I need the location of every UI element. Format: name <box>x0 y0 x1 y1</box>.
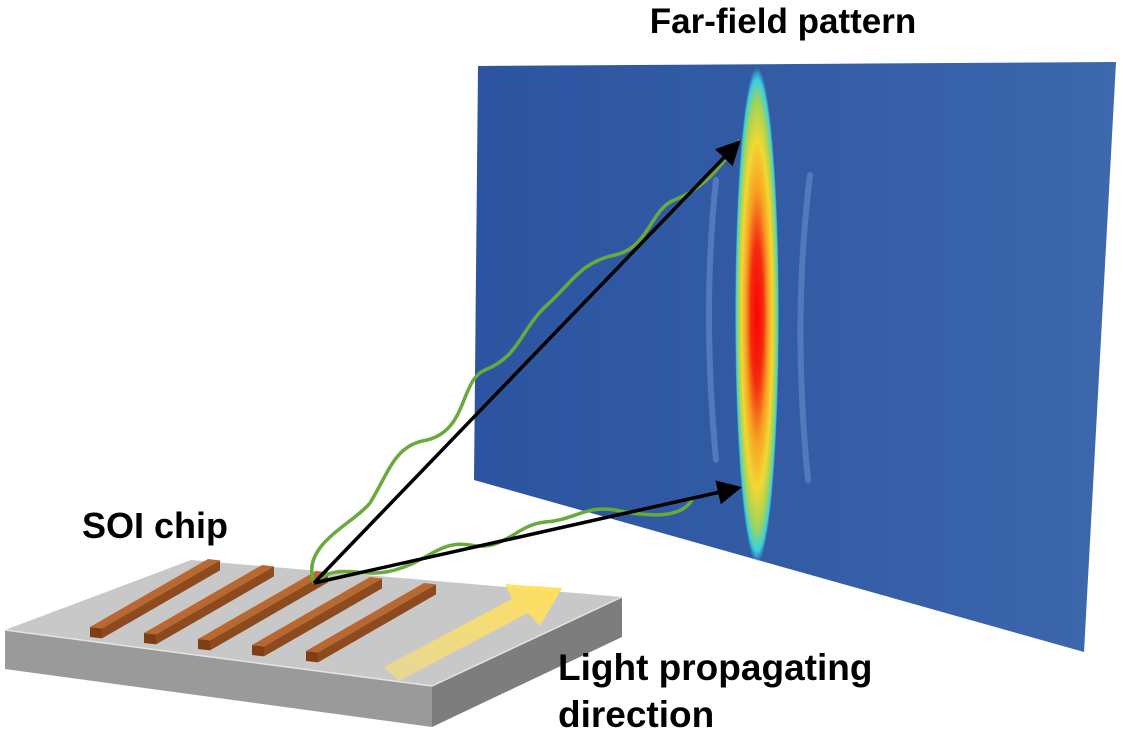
grating-bar-end <box>306 651 318 663</box>
direction-label-line1: Light propagating <box>558 647 872 688</box>
grating-bar-end <box>144 633 156 645</box>
upper-ray-arrow <box>312 140 741 585</box>
grating-bar-side <box>318 584 436 663</box>
grating-bar-top <box>198 571 328 641</box>
grating-bar-top <box>90 559 220 629</box>
grating-bar-top <box>306 583 436 653</box>
far-field-main-spot <box>735 67 779 563</box>
grating-bar-side <box>264 578 382 657</box>
side-lobe-left <box>706 177 719 463</box>
chip-side-face <box>432 597 622 727</box>
side-lobe-right <box>797 172 813 483</box>
light-direction-arrow <box>384 584 562 681</box>
direction-label-line2: direction <box>558 694 714 735</box>
grating-bar-end <box>90 627 102 639</box>
grating-bar-top <box>144 565 274 635</box>
screen-panel <box>474 62 1116 652</box>
grating-bar-side <box>210 572 328 651</box>
chip-front-face <box>5 630 432 727</box>
grating-bar-end <box>198 639 210 651</box>
soi-chip-label: SOI chip <box>82 505 228 546</box>
grating-bar-top <box>252 577 382 647</box>
lower-ray-arrow <box>313 480 742 585</box>
grating-bar-end <box>252 645 264 657</box>
grating-bar-side <box>102 560 220 639</box>
chip-edge <box>4 596 623 687</box>
upper-wave <box>310 138 742 584</box>
grating-bars <box>90 559 436 663</box>
grating-bar-side <box>156 566 274 645</box>
far-field-screen <box>474 62 1116 652</box>
far-field-label: Far-field pattern <box>650 2 916 41</box>
emitted-rays <box>310 138 742 585</box>
